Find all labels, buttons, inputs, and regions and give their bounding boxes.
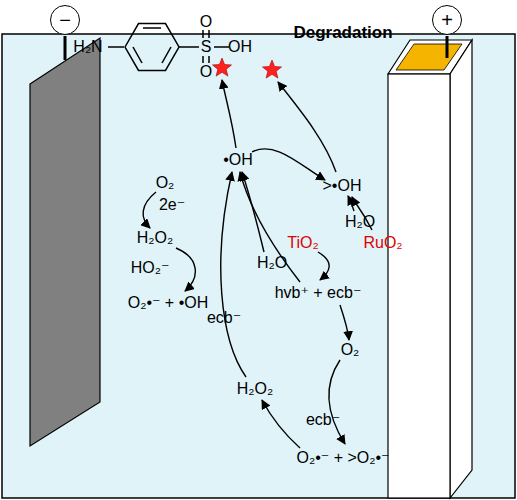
electrolyte [2,34,515,498]
species: O₂ [156,174,175,192]
terminal-sign: + [441,10,453,30]
species: H₂O [257,254,287,272]
terminal-sign: − [59,10,71,30]
anode-side [450,40,472,498]
anode-coating [396,44,462,70]
title-note: Degradation [293,24,392,43]
species: O₂•⁻ + >O₂•⁻ [297,449,390,467]
anode-terminal: + [432,5,462,35]
species: H₂O₂ [137,229,173,247]
atom-label: O [200,63,212,81]
atom-label: OH [228,38,252,56]
catalyst-label: TiO₂ [287,234,318,252]
catalyst-label: RuO₂ [363,234,402,252]
anode-face [388,74,450,498]
cathode-plate [30,38,100,446]
cathode-wire [64,36,67,60]
anode-wire [446,36,449,58]
cathode-terminal: − [50,5,80,35]
electron-label: ecb⁻ [306,411,340,429]
electron-label: 2e⁻ [159,196,185,214]
species: O₂•⁻ + •OH [128,294,209,312]
species: HO₂⁻ [131,259,170,277]
species: hvb⁺ + ecb⁻ [275,284,362,302]
species: •OH [223,151,253,169]
electron-label: ecb⁻ [207,309,241,327]
atom-label: H₂N [73,38,102,56]
species: H₂O [345,213,375,231]
atom-label: S [201,38,212,56]
attack-star [213,58,232,76]
attack-star [263,60,282,78]
species: H₂O₂ [237,380,273,398]
species: O₂ [341,341,360,359]
reaction-arrows [143,80,372,448]
species: >•OH [323,177,362,195]
atom-label: O [200,13,212,31]
